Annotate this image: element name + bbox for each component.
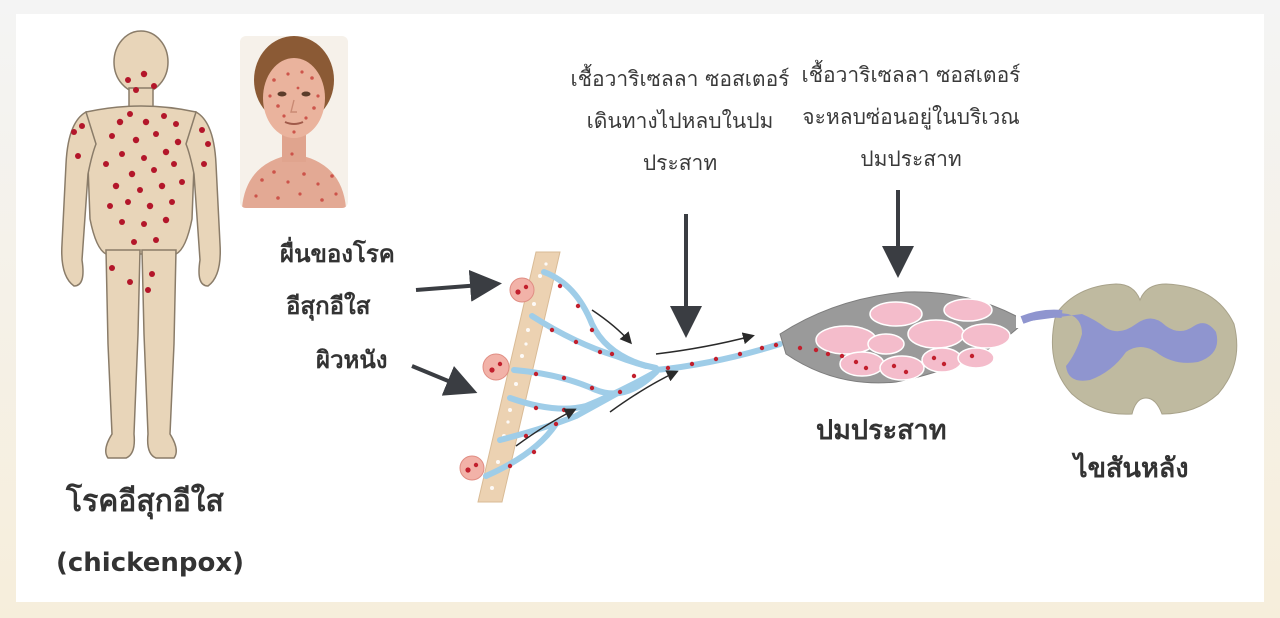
- skin-label: ผิวหนัง: [316, 346, 388, 374]
- disease-english-label: (chickenpox): [56, 548, 244, 578]
- child-face-with-rash-icon: [240, 36, 348, 208]
- skin-vesicle: [459, 455, 485, 481]
- virus-hides-note: เชื้อวาริเซลลา ซอสเตอร์ จะหลบซ่อนอยู่ในบ…: [786, 54, 1036, 180]
- ganglion-label: ปมประสาท: [816, 415, 947, 446]
- disease-name-label: โรคอีสุกอีใส: [66, 484, 224, 519]
- human-body-figure-icon: [61, 30, 221, 459]
- rash-label-line2: อีสุกอีใส: [286, 292, 371, 320]
- virus-travels-line3: ประสาท: [642, 151, 718, 175]
- body-rash-spots: [71, 70, 211, 293]
- virus-hides-line2: จะหลบซ่อนอยู่ในบริเวณ: [802, 105, 1020, 129]
- skin-vesicle: [509, 277, 535, 303]
- pointer-arrows: [411, 190, 914, 396]
- chickenpox-diagram: [61, 30, 1238, 503]
- diagram-canvas: โรคอีสุกอีใส (chickenpox) ผื่นของโรค อีส…: [16, 14, 1264, 602]
- nerve-ganglion-icon: [779, 291, 1022, 384]
- spinal-cord-label: ไขสันหลัง: [1074, 453, 1189, 484]
- flow-arrows: [515, 309, 755, 447]
- spinal-cord-cross-section-icon: [1020, 283, 1238, 415]
- skin-vesicle: [482, 353, 510, 381]
- virus-hides-line3: ปมประสาท: [860, 147, 962, 171]
- virus-travels-line1: เชื้อวาริเซลลา ซอสเตอร์: [570, 67, 790, 91]
- virus-travels-note: เชื้อวาริเซลลา ซอสเตอร์ เดินทางไปหลบในปม…: [530, 58, 830, 184]
- rash-label-line1: ผื่นของโรค: [280, 240, 395, 268]
- virus-hides-line1: เชื้อวาริเซลลา ซอสเตอร์: [801, 63, 1021, 87]
- virus-travels-line2: เดินทางไปหลบในปม: [586, 109, 774, 133]
